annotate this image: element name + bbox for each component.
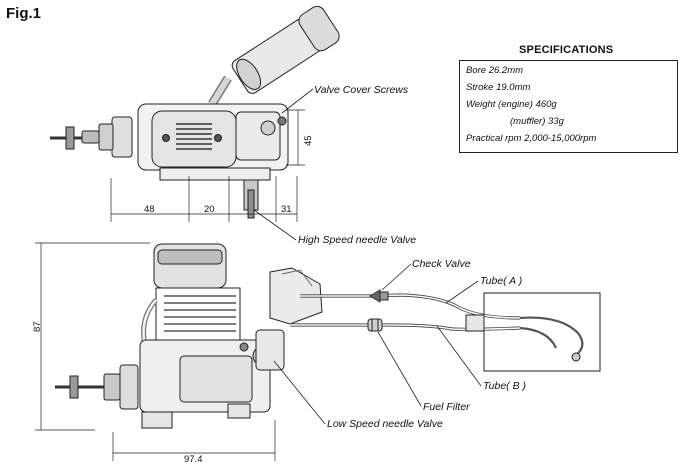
callout-fuel-filter: Fuel Filter xyxy=(423,401,470,413)
dimension-20: 20 xyxy=(204,204,215,215)
dimension-45: 45 xyxy=(303,135,314,146)
top-view-dimensions xyxy=(110,109,305,222)
fuel-system xyxy=(290,289,601,372)
callout-valve-cover-screws: Valve Cover Screws xyxy=(314,84,409,96)
side-view-engine xyxy=(55,243,323,429)
callout-tube-b: Tube( B ) xyxy=(483,380,526,392)
dimension-31: 31 xyxy=(281,204,292,215)
side-view-dimensions xyxy=(35,242,276,461)
callout-low-speed-needle: Low Speed needle Valve xyxy=(327,418,443,430)
specifications-heading: SPECIFICATIONS xyxy=(519,44,614,56)
dimension-97-4: 97.4 xyxy=(184,454,203,465)
spec-stroke: Stroke 19.0mm xyxy=(466,82,531,93)
spec-weight-engine: Weight (engine) 460g xyxy=(466,99,557,110)
spec-practical-rpm: Practical rpm 2,000-15,000rpm xyxy=(466,133,597,144)
figure-title: Fig.1 xyxy=(6,5,42,22)
callout-high-speed-needle: High Speed needle Valve xyxy=(298,234,417,246)
callout-tube-a: Tube( A ) xyxy=(480,275,523,287)
leader-lines xyxy=(253,88,482,425)
top-view-engine xyxy=(50,5,340,219)
callout-check-valve: Check Valve xyxy=(412,258,471,270)
dimension-48: 48 xyxy=(144,204,155,215)
spec-bore: Bore 26.2mm xyxy=(466,65,524,76)
specifications-box xyxy=(459,60,678,153)
spec-weight-muffler: (muffler) 33g xyxy=(510,116,564,127)
dimension-87: 87 xyxy=(32,321,43,332)
